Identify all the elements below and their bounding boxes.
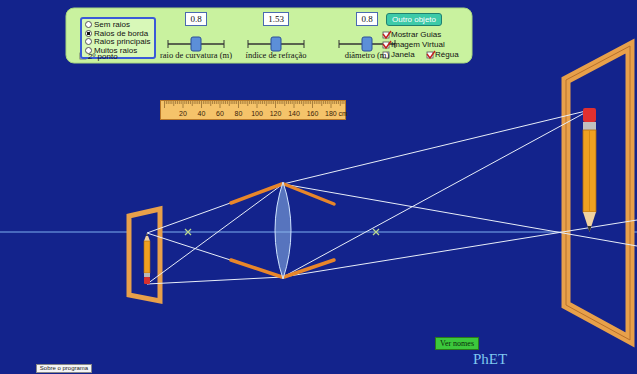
lens — [275, 182, 291, 279]
field-text: Outro objeto — [392, 15, 436, 24]
ruler-number: 120 — [270, 110, 282, 117]
ruler-number: 180 cm — [325, 110, 348, 117]
ruler-number: 60 — [216, 110, 224, 117]
value-field: 1.53 — [263, 12, 289, 26]
slider-label: raio de curvatura (m) — [160, 50, 232, 60]
button-text: Outro objeto — [392, 15, 436, 24]
checkbox-label: 2º ponto — [88, 52, 118, 61]
ruler-number: 80 — [235, 110, 243, 117]
button: Sobre o programa — [36, 364, 92, 373]
image-pencil — [583, 108, 596, 232]
option-label: Sem raios — [94, 20, 130, 29]
light-ray — [147, 110, 637, 284]
option-label: Raios principais — [94, 37, 150, 46]
control-panel — [66, 8, 472, 63]
slider-label: diâmetro (m) — [345, 50, 390, 60]
button-text: 0.8 — [189, 14, 203, 24]
field-text: 1.53 — [268, 14, 284, 24]
option-label: Raios de borda — [94, 29, 148, 38]
checkbox-label: Imagem Virtual — [391, 40, 445, 49]
checkbox-label: Mostrar Guias — [391, 30, 441, 39]
object-pencil — [144, 233, 150, 284]
ruler-number: 100 — [251, 110, 263, 117]
slider-label: índice de refração — [246, 50, 307, 60]
button: Ver nomes — [435, 337, 479, 350]
ruler-number: 140 — [288, 110, 300, 117]
button: Outro objeto — [386, 13, 442, 26]
value-field: 0.8 — [185, 12, 207, 26]
slider — [339, 37, 395, 51]
field-text: 0.8 — [361, 14, 372, 24]
checkbox-label: Régua — [435, 50, 459, 59]
radio-option: Raios principais — [85, 38, 150, 47]
image-frame — [566, 46, 630, 340]
radio-button — [85, 30, 92, 37]
slider — [248, 37, 304, 51]
field-text: Ver nomes — [440, 339, 474, 348]
radio-option: Raios de borda — [85, 30, 150, 39]
logo-text: PhET — [473, 351, 507, 368]
ruler-number: 20 — [179, 110, 187, 117]
radio-option: Sem raios — [85, 21, 150, 30]
focal-point — [185, 229, 379, 235]
object-frame — [129, 209, 160, 301]
button-text: 0.8 — [360, 14, 374, 24]
value-field: 0.8 — [356, 12, 378, 26]
ruler-number: 40 — [198, 110, 206, 117]
field-text: Sobre o programa — [40, 365, 88, 371]
field-text: 0.8 — [190, 14, 201, 24]
optical-axis — [0, 231, 637, 232]
ruler-number: 160 — [307, 110, 319, 117]
radio-button — [85, 21, 92, 28]
radio-button — [85, 38, 92, 45]
checkbox-label: Janela — [391, 50, 415, 59]
image-frame-edge — [566, 46, 630, 340]
slider — [168, 37, 224, 51]
button-text: Ver nomes — [440, 339, 474, 348]
button-text: 1.53 — [267, 14, 285, 24]
button-text: Sobre o programa — [40, 365, 88, 372]
ruler: 20 40 60 80 100 120 140 160 180 cm — [160, 100, 346, 120]
